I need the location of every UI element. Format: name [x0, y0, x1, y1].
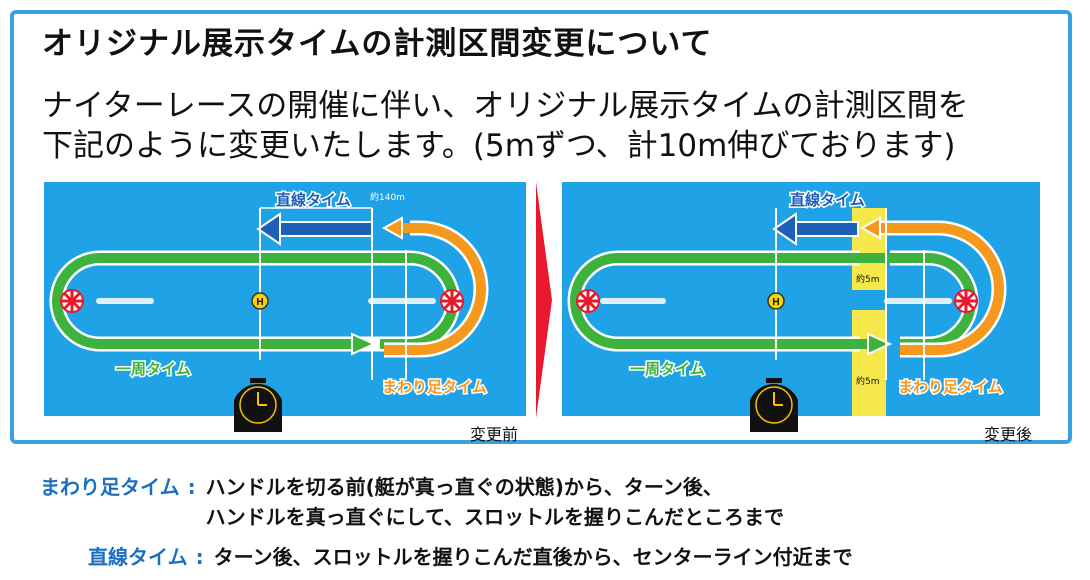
legend-desc-turn-line-1: ハンドルを切る前(艇が真っ直ぐの状態)から、ターン後、 — [205, 475, 723, 499]
lap-arrow-head-after — [867, 332, 893, 356]
description-line-1: ナイターレースの開催に伴い、オリジナル展示タイムの計測区間を — [42, 88, 969, 124]
legend-straight-time: 直線タイム: ターン後、スロットルを握りこんだ直後から、センターライン付近まで — [88, 542, 853, 572]
legend-desc-straight: ターン後、スロットルを握りこんだ直後から、センターライン付近まで — [213, 545, 853, 569]
change-arrow-icon — [536, 182, 552, 418]
turn-label-after: まわり足タイム — [898, 378, 1003, 396]
h-mark-after: H — [767, 292, 785, 310]
legend-desc-turn-line-2: ハンドルを真っ直ぐにして、スロットルを握りこんだところまで — [205, 505, 785, 529]
clock-icon-before — [234, 378, 282, 432]
inner-bar-left-after — [600, 298, 666, 304]
straight-bar-after — [793, 221, 859, 237]
straight-arrow-head-after — [772, 212, 797, 246]
turn-buoy-left-after — [576, 289, 600, 313]
legend-turn-time: まわり足タイム:ハンドルを切る前(艇が真っ直ぐの状態)から、ターン後、ハンドルを… — [40, 472, 784, 532]
diagram-before: H 直線タイム 約140m 一周タイム まわり足タイム — [44, 182, 526, 432]
clock-icon-after — [750, 378, 798, 432]
turn-arrow-head-before — [381, 216, 403, 240]
legend-term-turn: まわり足タイム — [40, 475, 180, 499]
extension-label-top: 約5m — [856, 273, 880, 285]
legend-colon-2: : — [195, 545, 204, 569]
extension-zone-bottom — [852, 310, 886, 416]
description-line-2: 下記のように変更いたします。(5mずつ、計10m伸びております) — [42, 128, 956, 164]
turn-path-after — [878, 223, 1004, 355]
lap-label-before: 一周タイム — [116, 360, 191, 378]
legend-desc-turn: ハンドルを切る前(艇が真っ直ぐの状態)から、ターン後、ハンドルを真っ直ぐにして、… — [206, 472, 784, 532]
turn-buoy-right-after — [954, 289, 978, 313]
turn-buoy-left-before — [60, 289, 84, 313]
caption-before: 変更前 — [470, 425, 519, 444]
caption-after: 変更後 — [984, 425, 1033, 444]
page-title: オリジナル展示タイムの計測区間変更について — [42, 26, 713, 62]
inner-bar-left-before — [96, 298, 154, 304]
straight-label-before: 直線タイム — [276, 191, 351, 209]
h-mark-before: H — [251, 292, 269, 310]
turn-label-before: まわり足タイム — [382, 378, 487, 396]
lap-label-after: 一周タイム — [630, 360, 705, 378]
straight-bar-before — [275, 221, 373, 237]
turn-arrow-head-after — [859, 216, 881, 240]
legend-term-straight: 直線タイム — [88, 545, 188, 569]
extension-label-bottom: 約5m — [856, 375, 880, 387]
legend-colon-1: : — [187, 475, 196, 499]
h-mark-label-before: H — [256, 297, 263, 308]
inner-bar-right-after — [884, 298, 952, 304]
straight-arrow-head-before — [256, 212, 281, 246]
lap-arrow-head-before — [351, 332, 377, 356]
distance-label-before: 約140m — [370, 191, 405, 203]
turn-path-before — [384, 223, 486, 355]
straight-label-after: 直線タイム — [790, 191, 865, 209]
diagram-after: H 直線タイム 約5m 約5m 一周タイム まわり足タイム — [562, 182, 1040, 432]
turn-buoy-right-before — [440, 289, 464, 313]
lap-track-before — [52, 253, 380, 349]
description-text: ナイターレースの開催に伴い、オリジナル展示タイムの計測区間を 下記のように変更い… — [42, 86, 969, 166]
h-mark-label-after: H — [772, 297, 779, 308]
inner-bar-right-before — [368, 298, 436, 304]
lap-track-after — [570, 253, 870, 349]
